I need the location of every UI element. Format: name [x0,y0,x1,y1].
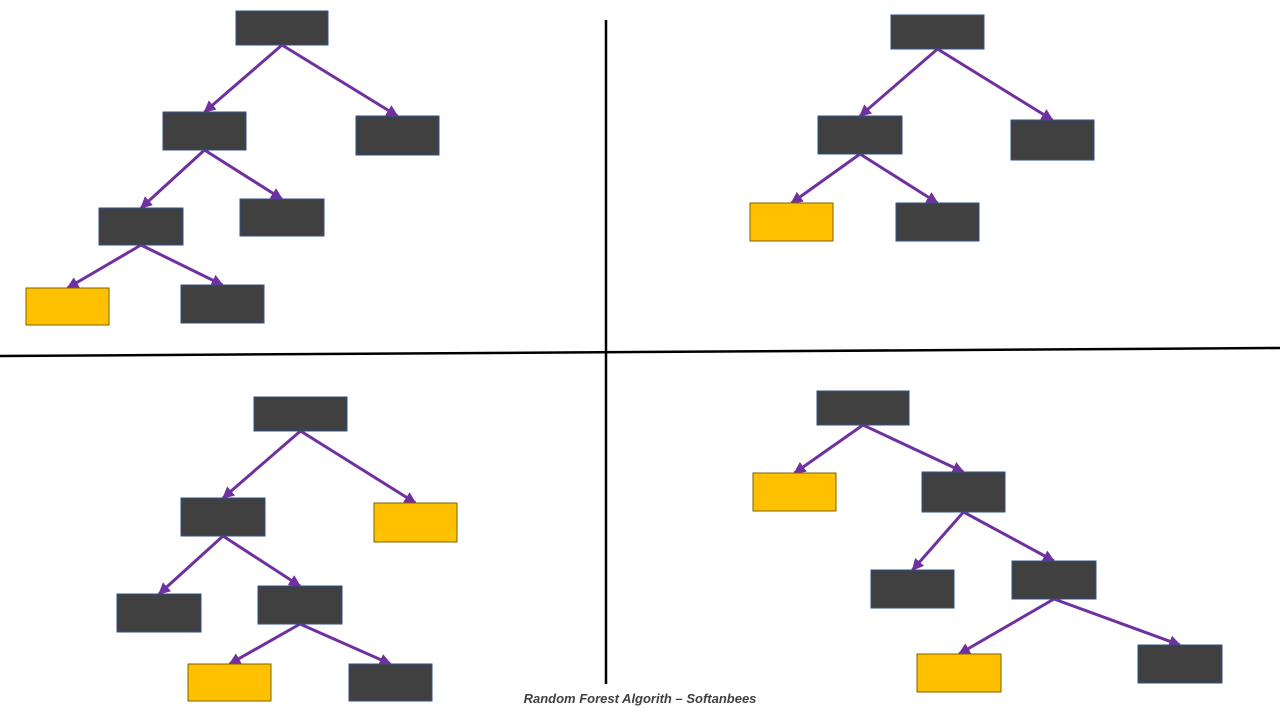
tree-4-node-rrl-leaf [916,653,1002,693]
tree-1-node-l [162,111,247,151]
tree-4-node-root [816,390,910,426]
tree-4-node-rl [870,569,955,609]
tree-2-edge-l-lr [859,152,939,205]
tree-3-edge-l-ll [157,534,225,596]
tree-1-edge-root-r [281,43,399,118]
tree-4-edge-rr-rrl [957,597,1055,656]
tree-3-edge-lr-lrr [299,622,392,666]
diagram-caption: Random Forest Algorith – Softanbees [523,691,757,706]
tree-2-node-ll-leaf [749,202,834,242]
tree-3-node-lrl-leaf [187,663,272,702]
tree-2-edge-root-l [859,47,939,118]
tree-2-node-r [1010,119,1095,161]
horizontal-divider [0,346,1280,358]
tree-1-node-root [235,10,329,46]
tree-3-node-root [253,396,348,432]
tree-4-node-rrr [1137,644,1223,684]
tree-1-edge-l-lr [203,148,284,201]
tree-3-node-lr [257,585,343,625]
tree-1-edge-ll-lll [66,243,142,290]
edges-layer [66,43,1182,666]
tree-1-edge-ll-llr [140,243,224,287]
tree-3-node-l [180,497,266,537]
tree-4-edge-root-l [793,423,864,475]
tree-2-node-l [817,115,903,155]
tree-3-node-lrr [348,663,433,702]
tree-2-node-lr [895,202,980,242]
tree-4-edge-r-rr [962,510,1056,563]
tree-1-edge-l-ll [139,148,206,210]
tree-3-edge-lr-lrl [228,622,301,666]
tree-1-edge-root-l [203,43,283,114]
tree-2-edge-l-ll [790,152,861,205]
tree-1-node-lll-leaf [25,287,110,326]
tree-4-node-r [921,471,1006,513]
tree-4-edge-rr-rrr [1053,597,1182,647]
tree-4-node-rr [1011,560,1097,600]
tree-4-edge-r-rl [911,511,965,571]
tree-2-edge-root-r [936,47,1054,122]
tree-3-edge-root-r [299,429,417,505]
tree-3-edge-l-lr [222,534,302,588]
tree-3-node-ll [116,593,202,633]
tree-4-node-l-leaf [752,472,837,512]
nodes-layer [25,10,1223,702]
tree-1-node-r [355,115,440,156]
tree-4-edge-root-r [862,423,965,474]
tree-1-node-ll [98,207,184,246]
tree-1-node-lr [239,198,325,237]
tree-1-node-llr [180,284,265,324]
tree-3-edge-root-l [222,429,302,500]
tree-3-node-r-leaf [373,502,458,543]
tree-2-node-root [890,14,985,50]
